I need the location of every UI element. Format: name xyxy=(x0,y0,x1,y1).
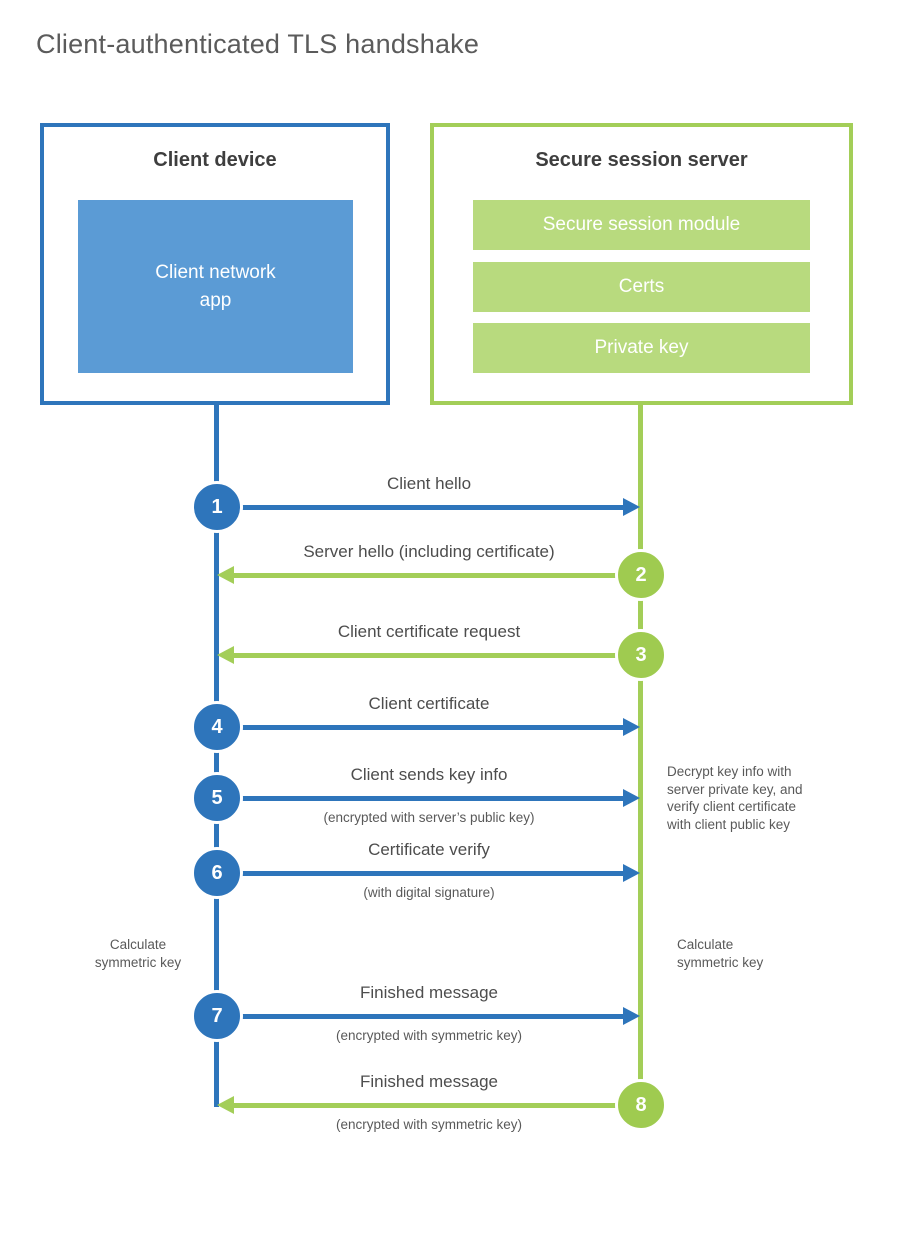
arrowhead-icon xyxy=(217,1096,234,1114)
message-label: Client certificate request xyxy=(337,622,521,641)
message-sublabel: (encrypted with server’s public key) xyxy=(323,810,535,825)
decrypt-key-note: Decrypt key info with server private key… xyxy=(667,764,803,832)
message-label: Client sends key info xyxy=(350,765,508,784)
message-arrow xyxy=(217,871,626,876)
calculate-symmetric-key-right: Calculate symmetric key xyxy=(677,937,764,970)
arrowhead-icon xyxy=(217,566,234,584)
arrowhead-icon xyxy=(217,646,234,664)
server-box-title: Secure session server xyxy=(535,149,748,171)
step-badge-8: 8 xyxy=(615,1079,667,1131)
client-lifeline xyxy=(214,405,219,1107)
client-device-title: Client device xyxy=(153,149,277,171)
message-label: Server hello (including certificate) xyxy=(303,542,555,561)
client-network-app-box: Client network app xyxy=(78,200,353,373)
server-module-private-key: Private key xyxy=(473,323,810,373)
step-badge-5: 5 xyxy=(191,772,243,824)
step-badge-2: 2 xyxy=(615,549,667,601)
message-arrow xyxy=(217,1014,626,1019)
message-arrow xyxy=(233,573,641,578)
arrowhead-icon xyxy=(623,789,640,807)
server-lifeline xyxy=(638,405,643,1107)
message-sublabel: (with digital signature) xyxy=(363,885,495,900)
arrowhead-icon xyxy=(623,864,640,882)
message-label: Finished message xyxy=(360,983,498,1002)
arrowhead-icon xyxy=(623,498,640,516)
arrowhead-icon xyxy=(623,718,640,736)
server-module-certs: Certs xyxy=(473,262,810,312)
message-label: Client hello xyxy=(386,474,472,493)
message-arrow xyxy=(233,653,641,658)
message-sublabel: (encrypted with symmetric key) xyxy=(335,1028,523,1043)
message-arrow xyxy=(217,796,626,801)
step-badge-3: 3 xyxy=(615,629,667,681)
message-label: Certificate verify xyxy=(368,840,490,859)
calculate-symmetric-key-left: Calculate symmetric key xyxy=(94,937,182,970)
arrowhead-icon xyxy=(623,1007,640,1025)
page-title: Client-authenticated TLS handshake xyxy=(36,29,480,59)
client-device-box: Client device Client network app xyxy=(40,123,390,405)
message-label: Finished message xyxy=(360,1072,498,1091)
message-sublabel: (encrypted with symmetric key) xyxy=(335,1117,523,1132)
step-badge-7: 7 xyxy=(191,990,243,1042)
message-arrow xyxy=(217,725,626,730)
server-box: Secure session server Secure session mod… xyxy=(430,123,853,405)
server-module-secure-session: Secure session module xyxy=(473,200,810,250)
message-arrow xyxy=(217,505,626,510)
message-arrow xyxy=(233,1103,641,1108)
message-label: Client certificate xyxy=(368,694,490,713)
step-badge-6: 6 xyxy=(191,847,243,899)
step-badge-1: 1 xyxy=(191,481,243,533)
step-badge-4: 4 xyxy=(191,701,243,753)
